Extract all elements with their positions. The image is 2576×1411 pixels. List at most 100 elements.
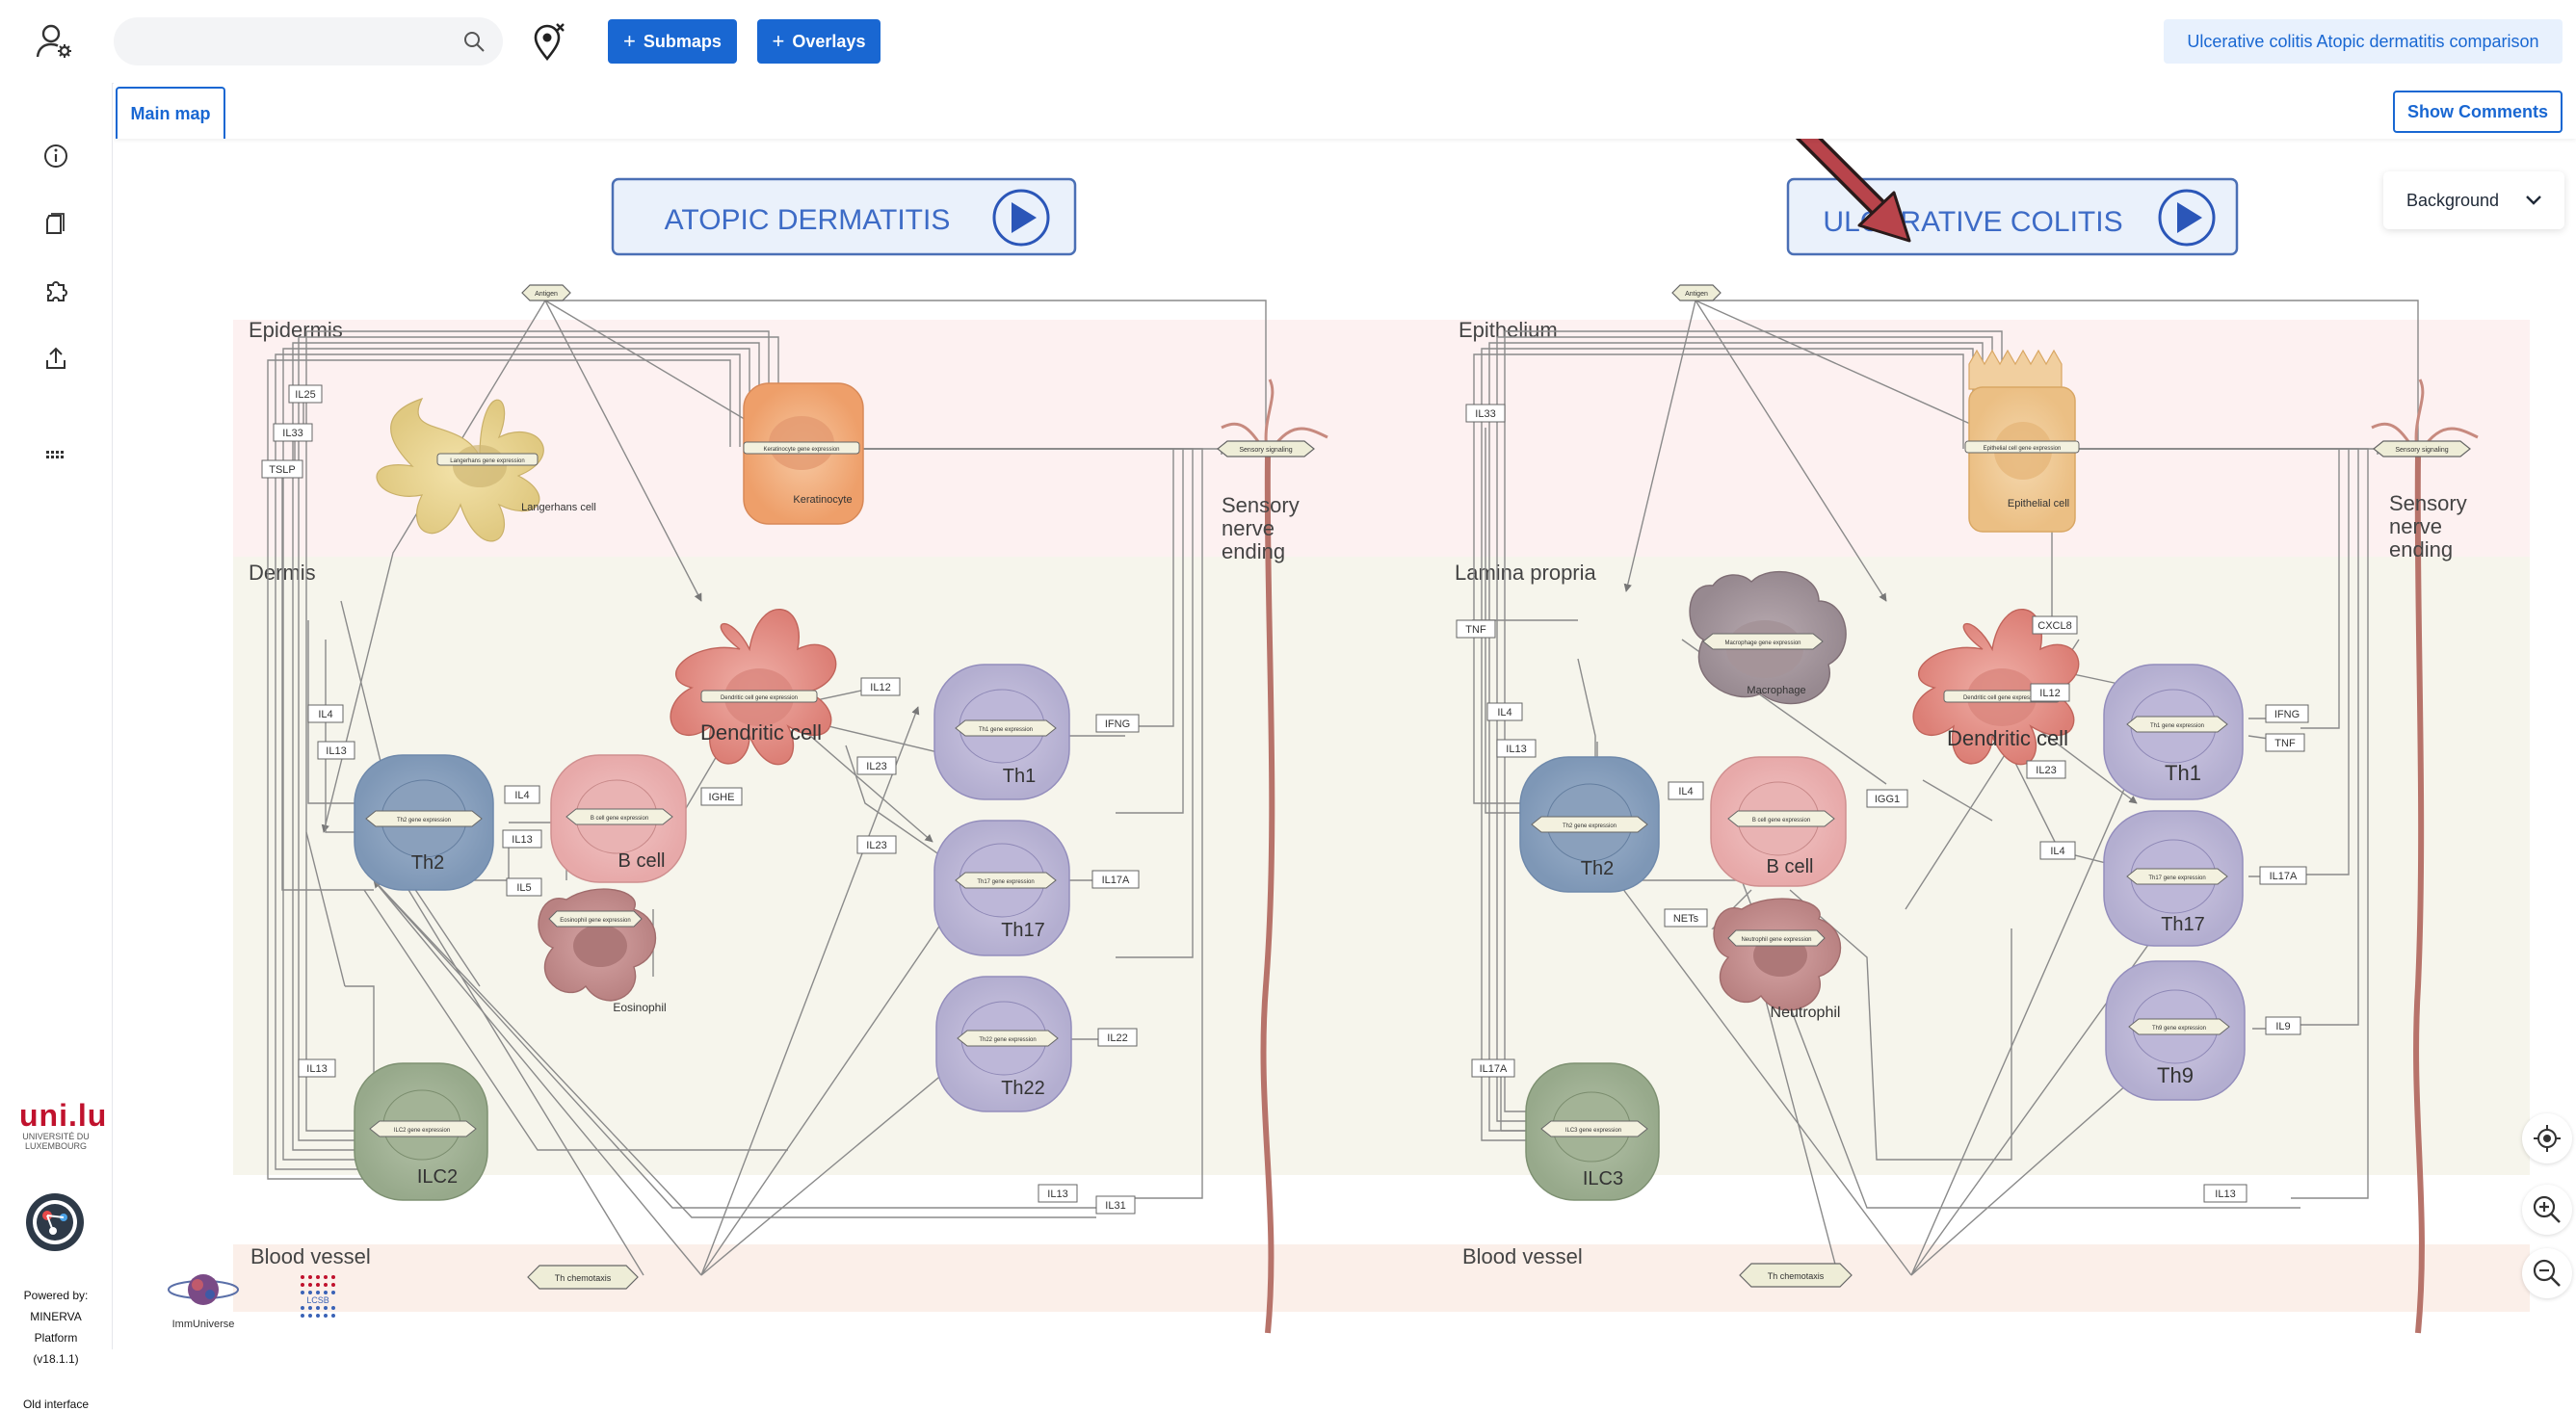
label-il13[interactable]: IL13 [1496,739,1537,758]
label-il5[interactable]: IL5 [506,877,542,897]
b-cell[interactable]: B cell gene expression B cell [550,754,687,883]
label-il13[interactable]: IL13 [2203,1184,2247,1203]
label-il13[interactable]: IL13 [298,1058,336,1078]
label-il13[interactable]: IL13 [1038,1184,1078,1203]
th17-cell[interactable]: Th17 gene expression Th17 [933,820,1070,956]
dendritic-cell[interactable]: Dendritic cell gene expression Dendritic… [670,609,837,766]
label-il17a[interactable]: IL17A [2259,866,2307,885]
compartment-label: Blood vessel [250,1244,371,1268]
chemotaxis-node[interactable]: Th chemotaxis [527,1265,639,1290]
label-il13[interactable]: IL13 [317,741,355,760]
svg-text:Dendritic cell: Dendritic cell [1947,726,2068,750]
svg-text:ILC3: ILC3 [1583,1168,1623,1189]
clear-pins-icon[interactable] [532,22,566,61]
zoom-in-button[interactable] [2522,1185,2572,1235]
svg-text:Th22: Th22 [1001,1078,1045,1099]
label-tnf[interactable]: TNF [2265,733,2305,752]
export-icon[interactable] [40,343,71,374]
svg-text:Th1 gene expression: Th1 gene expression [2150,723,2204,729]
th1-cell[interactable]: Th1 gene expression Th1 [2103,664,2244,800]
svg-text:Keratinocyte gene expression: Keratinocyte gene expression [763,447,839,453]
label-il23[interactable]: IL23 [2026,760,2066,779]
label-tnf[interactable]: TNF [1456,619,1496,639]
keratinocyte-cell[interactable]: Keratinocyte gene expression Keratinocyt… [743,382,864,525]
label-il22[interactable]: IL22 [1097,1028,1138,1047]
zoom-out-button[interactable] [2522,1248,2572,1298]
label-cxcl8[interactable]: CXCL8 [2032,615,2078,635]
tab-main-map[interactable]: Main map [116,87,225,139]
label-il4[interactable]: IL4 [2039,841,2076,860]
label-il33[interactable]: IL33 [1465,404,1506,423]
pathway-map-canvas[interactable]: Epidermis Dermis Blood vessel ATOPIC DER… [114,139,2576,1349]
epithelial-cell[interactable]: Epithelial cell gene expression Epitheli… [1964,349,2080,533]
th22-cell[interactable]: Th22 gene expression Th22 [935,976,1072,1112]
langerhans-cell[interactable]: Langerhans gene expression Langerhans ce… [376,397,596,542]
b-cell[interactable]: B cell gene expression B cell [1710,756,1847,887]
label-il17a[interactable]: IL17A [1471,1058,1515,1078]
label-il9[interactable]: IL9 [2265,1016,2301,1035]
label-il4[interactable]: IL4 [504,785,540,804]
label-il13[interactable]: IL13 [502,829,542,849]
antigen-node[interactable]: Antigen [1671,284,1722,301]
label-il23[interactable]: IL23 [856,835,897,854]
svg-text:Th17 gene expression: Th17 gene expression [2148,875,2205,881]
label-il31[interactable]: IL31 [1095,1195,1136,1215]
document-icon[interactable] [40,208,71,239]
nerve-label: Sensory nerve ending [2389,491,2467,562]
svg-text:IL13: IL13 [2215,1189,2235,1200]
atopic-dermatitis-title-button[interactable]: ATOPIC DERMATITIS [611,177,1077,256]
label-il33[interactable]: IL33 [273,423,313,442]
label-ifng[interactable]: IFNG [2265,704,2309,723]
search-box[interactable] [114,17,503,67]
grid-menu-icon[interactable] [40,439,71,470]
svg-text:IL4: IL4 [1678,786,1693,797]
sensory-signaling-node[interactable]: Sensory signaling [2373,440,2471,457]
plugin-icon[interactable] [40,275,71,306]
submaps-button[interactable]: + Submaps [608,19,737,64]
user-settings-icon[interactable] [35,21,75,62]
plus-icon: + [623,29,636,53]
center-location-button[interactable] [2522,1113,2572,1163]
label-il4[interactable]: IL4 [1486,702,1523,721]
macrophage-cell[interactable]: Macrophage gene expression Macrophage [1689,570,1847,705]
label-ifng[interactable]: IFNG [1095,714,1140,733]
label-il12[interactable]: IL12 [860,677,901,696]
th2-cell[interactable]: Th2 gene expression Th2 [1519,756,1660,893]
th9-cell[interactable]: Th9 gene expression Th9 [2105,960,2246,1101]
th2-cell[interactable]: Th2 gene expression Th2 [354,754,494,891]
sensory-signaling-node[interactable]: Sensory signaling [1217,440,1315,457]
label-il4[interactable]: IL4 [307,704,344,723]
chemotaxis-node[interactable]: Th chemotaxis [1739,1263,1853,1288]
neutrophil-cell[interactable]: Neutrophil gene expression Neutrophil [1713,898,1842,1021]
svg-text:Th1 gene expression: Th1 gene expression [979,727,1033,733]
search-icon[interactable] [462,30,486,53]
immuniverse-logo-icon [168,1274,239,1305]
label-tslp[interactable]: TSLP [261,459,303,479]
show-comments-button[interactable]: Show Comments [2393,91,2563,133]
background-select[interactable]: Background [2383,171,2564,229]
label-nets[interactable]: NETs [1664,908,1708,928]
label-il25[interactable]: IL25 [288,384,323,404]
search-input[interactable] [131,17,453,67]
th1-cell[interactable]: Th1 gene expression Th1 [933,664,1070,800]
overlays-button[interactable]: + Overlays [757,19,881,64]
label-il4[interactable]: IL4 [1668,781,1704,800]
label-il12[interactable]: IL12 [2030,683,2070,702]
th17-cell[interactable]: Th17 gene expression Th17 [2103,810,2244,947]
svg-text:IL9: IL9 [2275,1021,2290,1032]
label-ighe[interactable]: IGHE [700,787,743,806]
svg-text:B cell: B cell [1767,856,1814,877]
label-il23[interactable]: IL23 [856,756,897,775]
label-il17a[interactable]: IL17A [1091,870,1140,889]
powered-line: Powered by: [23,1289,89,1302]
svg-text:IL13: IL13 [1047,1189,1067,1200]
antigen-node[interactable]: Antigen [521,284,571,301]
ilc3-cell[interactable]: ILC3 gene expression ILC3 [1525,1062,1660,1201]
eosinophil-cell[interactable]: Eosinophil gene expression Eosinophil [538,888,667,1014]
svg-text:Sensory signaling: Sensory signaling [1239,447,1292,454]
old-interface-link[interactable]: Old interface [22,1398,90,1411]
play-icon [2158,189,2216,247]
info-icon[interactable] [40,141,71,171]
label-igg1[interactable]: IGG1 [1866,789,1908,808]
ilc2-cell[interactable]: ILC2 gene expression ILC2 [354,1062,488,1201]
